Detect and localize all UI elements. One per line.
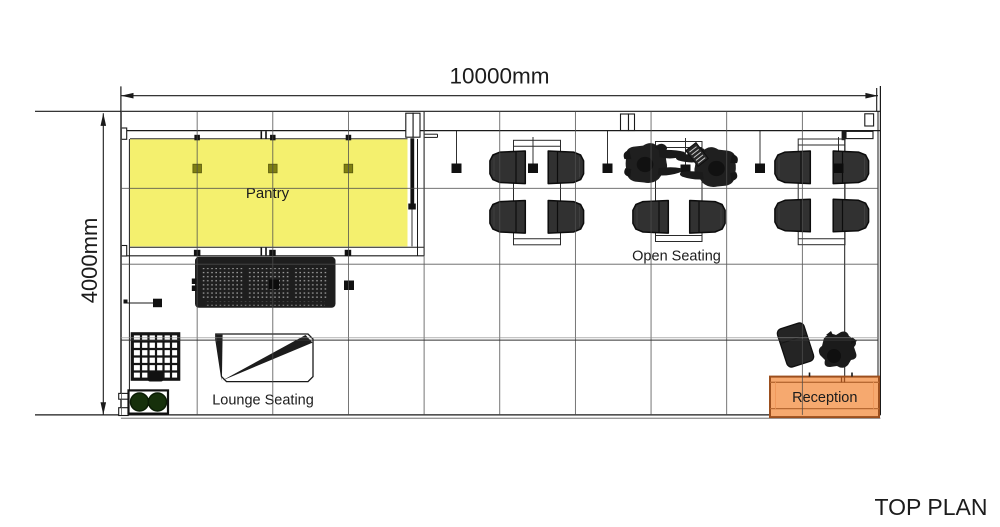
svg-text:Open Seating: Open Seating (632, 249, 721, 265)
svg-text:4000mm: 4000mm (77, 218, 102, 304)
svg-text:Reception: Reception (792, 390, 857, 406)
svg-text:TOP PLAN: TOP PLAN (875, 494, 988, 520)
svg-text:10000mm: 10000mm (449, 64, 549, 89)
svg-text:Lounge Seating: Lounge Seating (212, 393, 314, 409)
svg-text:Pantry: Pantry (246, 185, 290, 202)
